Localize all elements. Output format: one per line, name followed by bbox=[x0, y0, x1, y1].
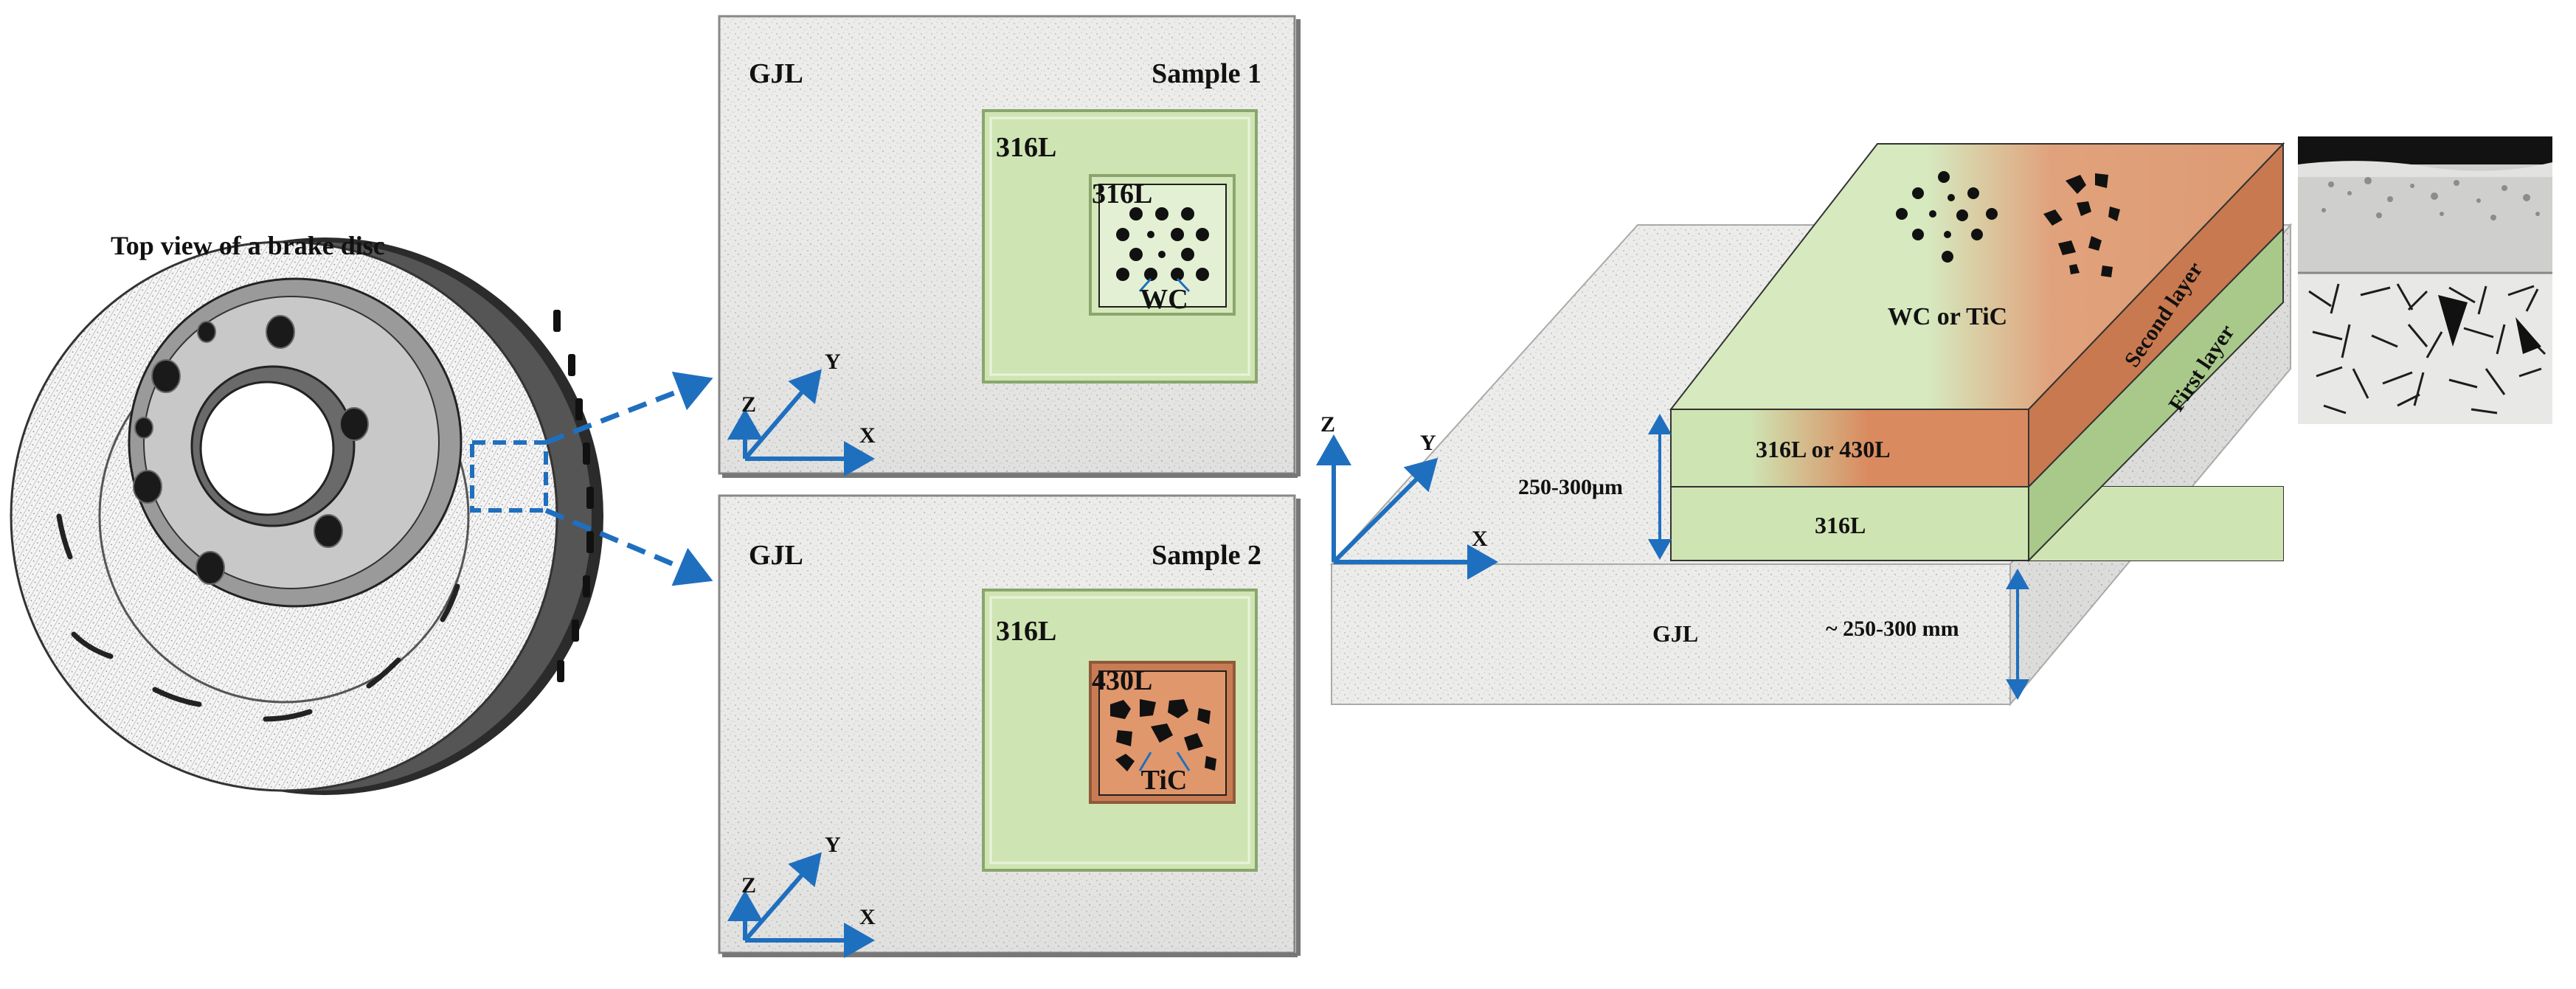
substrate-thickness-label: ~ 250-300 mm bbox=[1826, 617, 1959, 641]
disc-caption: Top view of a brake disc bbox=[111, 231, 385, 260]
brake-disc-illustration: Top view of a brake disc bbox=[10, 231, 713, 795]
block-wc-particles bbox=[1896, 171, 1998, 263]
cross-section-micrograph bbox=[2298, 136, 2552, 424]
sample1-particle-label: WC bbox=[1140, 284, 1188, 315]
sample2-second-layer-label: 430L bbox=[1092, 665, 1152, 696]
sample1-panel: GJL Sample 1 316L 316L WC Z Y X bbox=[718, 15, 1301, 478]
sample1-first-layer-label: 316L bbox=[996, 132, 1056, 163]
layered-block-3d: WC or TiC 316L or 430L 316L Second layer… bbox=[1316, 142, 2293, 707]
sample2-first-layer-label: 316L bbox=[996, 616, 1056, 647]
sample1-second-layer-label: 316L bbox=[1092, 178, 1152, 209]
block-second-layer-label: 316L or 430L bbox=[1756, 436, 1891, 462]
sample2-axis-z: Z bbox=[741, 873, 756, 898]
wc-particles bbox=[1116, 207, 1209, 281]
sample1-axis-y: Y bbox=[825, 350, 841, 374]
sample2-panel: GJL Sample 2 316L 430L TiC Z Y X bbox=[718, 494, 1301, 958]
block-tic-particles bbox=[2043, 173, 2120, 277]
block-axis-y: Y bbox=[1420, 431, 1436, 455]
coating-thickness-label: 250-300μm bbox=[1518, 475, 1623, 499]
sample2-axis-x: X bbox=[859, 905, 876, 929]
block-axis-z: Z bbox=[1320, 412, 1335, 437]
sample1-axis-x: X bbox=[859, 423, 876, 448]
zoom-region bbox=[470, 440, 548, 513]
sample2-particle-label: TiC bbox=[1141, 765, 1188, 796]
sample1-axis-z: Z bbox=[741, 392, 756, 417]
sample2-substrate-label: GJL bbox=[749, 540, 803, 571]
sample1-title: Sample 1 bbox=[1152, 58, 1261, 89]
sample1-substrate-label: GJL bbox=[749, 58, 803, 89]
block-particle-label: WC or TiC bbox=[1888, 303, 2007, 330]
block-first-layer-label: 316L bbox=[1815, 512, 1866, 538]
sample2-title: Sample 2 bbox=[1152, 540, 1261, 571]
block-axis-x: X bbox=[1472, 527, 1488, 551]
block-substrate-label: GJL bbox=[1652, 620, 1698, 647]
sample2-axis-y: Y bbox=[825, 833, 841, 857]
tic-particles bbox=[1110, 699, 1216, 771]
